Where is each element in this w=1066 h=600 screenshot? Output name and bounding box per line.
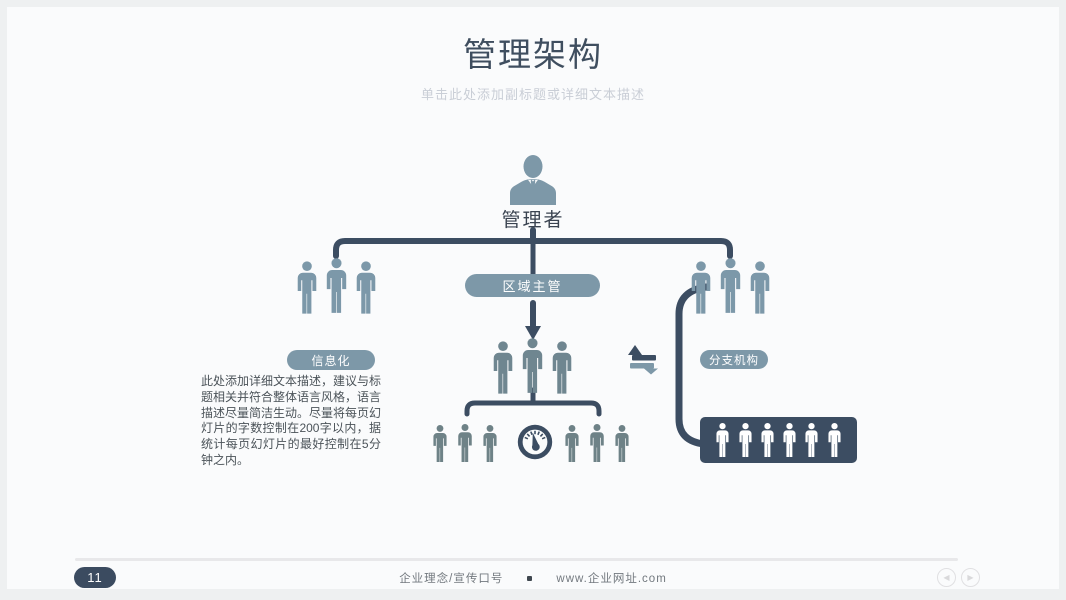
page-number-badge: 11 (74, 567, 116, 588)
person-icon (589, 424, 605, 462)
prev-icon: ◀ (943, 572, 950, 582)
person-icon (690, 261, 712, 314)
person-icon (296, 261, 318, 314)
slide-nav: ◀ ▶ (937, 568, 980, 587)
person-icon (719, 257, 742, 314)
manager-label: 管理者 (501, 210, 565, 231)
person-icon (804, 423, 819, 457)
person-icon (738, 423, 753, 457)
region-manager-pill: 区域主管 (465, 274, 600, 297)
footer-dot-icon (527, 575, 533, 581)
person-icon (614, 425, 630, 462)
person-icon (564, 425, 580, 462)
person-icon (492, 341, 514, 394)
person-icon (521, 337, 544, 394)
branch-pill: 分支机构 (700, 350, 768, 369)
next-button[interactable]: ▶ (961, 568, 980, 587)
description-text: 此处添加详细文本描述，建议与标题相关并符合整体语言风格，语言描述尽量简洁生动。尽… (201, 374, 382, 467)
slide-background (7, 7, 1059, 589)
person-icon (432, 425, 448, 462)
footer-center: 企业理念/宣传口号 www.企业网址.com (0, 570, 1066, 586)
footer-website: www.企业网址.com (556, 573, 667, 585)
person-icon (457, 424, 473, 462)
team-group-left (296, 257, 377, 314)
person-icon (551, 341, 573, 394)
person-icon (715, 423, 730, 457)
team-group-middle (492, 337, 573, 394)
team-group-right (690, 257, 771, 314)
person-icon (827, 423, 842, 457)
person-icon (760, 423, 775, 457)
sync-arrows-icon (628, 345, 658, 375)
person-icon (749, 261, 771, 314)
next-icon: ▶ (967, 572, 974, 582)
footer-slogan: 企业理念/宣传口号 (399, 573, 504, 585)
slide-title: 管理架构 (463, 36, 603, 73)
info-pill: 信息化 (287, 350, 375, 370)
footer-divider (75, 558, 958, 561)
ops-group-right (564, 424, 630, 462)
branch-staff-box (700, 417, 857, 463)
ops-group-left (432, 424, 498, 462)
manager-icon (510, 155, 556, 205)
person-icon (355, 261, 377, 314)
person-icon (782, 423, 797, 457)
person-icon (325, 257, 348, 314)
prev-button[interactable]: ◀ (937, 568, 956, 587)
person-icon (482, 425, 498, 462)
gauge-icon (517, 424, 553, 460)
slide-subtitle: 单击此处添加副标题或详细文本描述 (420, 87, 645, 102)
